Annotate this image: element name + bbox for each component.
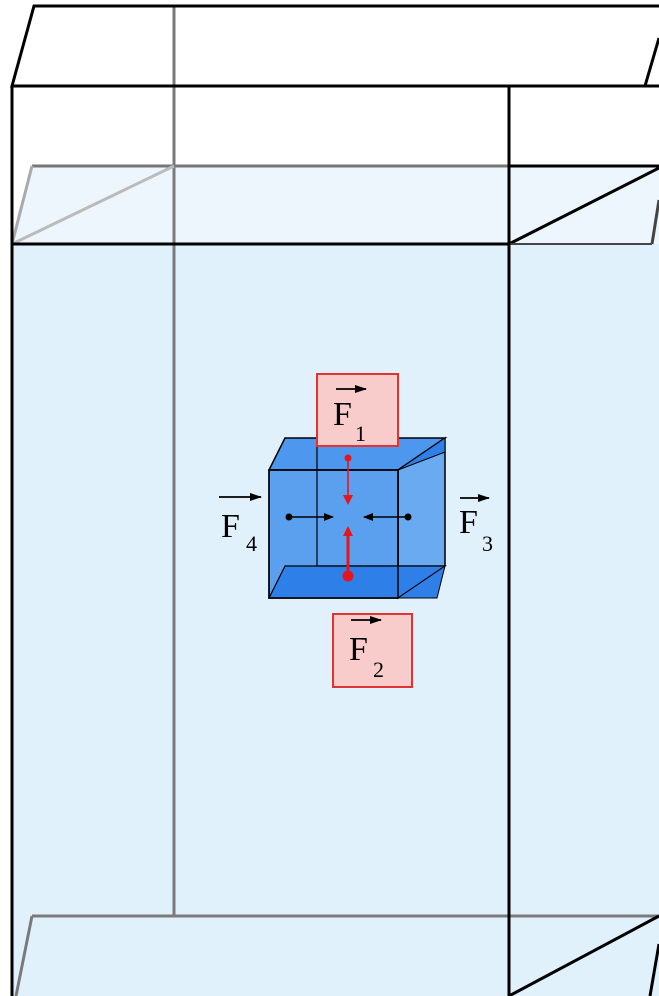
submerged-cube [267, 436, 448, 600]
tank-back-edges [14, 6, 659, 996]
label-f2: F 2 [332, 613, 413, 688]
f3-subscript: 3 [482, 531, 493, 556]
f4-symbol: F [221, 508, 240, 545]
f3-symbol: F [459, 504, 478, 541]
force-arrows [285, 454, 412, 582]
f1-symbol: F [333, 396, 352, 433]
label-f1: F 1 [316, 373, 399, 447]
f1-subscript: 1 [355, 421, 366, 446]
label-f4: F 4 [219, 493, 262, 556]
label-f3: F 3 [459, 494, 493, 556]
water-surface-outline [10, 164, 659, 246]
f4-subscript: 4 [246, 531, 257, 556]
tank-frame [10, 4, 659, 996]
f2-subscript: 2 [373, 657, 384, 682]
f2-symbol: F [349, 631, 368, 668]
